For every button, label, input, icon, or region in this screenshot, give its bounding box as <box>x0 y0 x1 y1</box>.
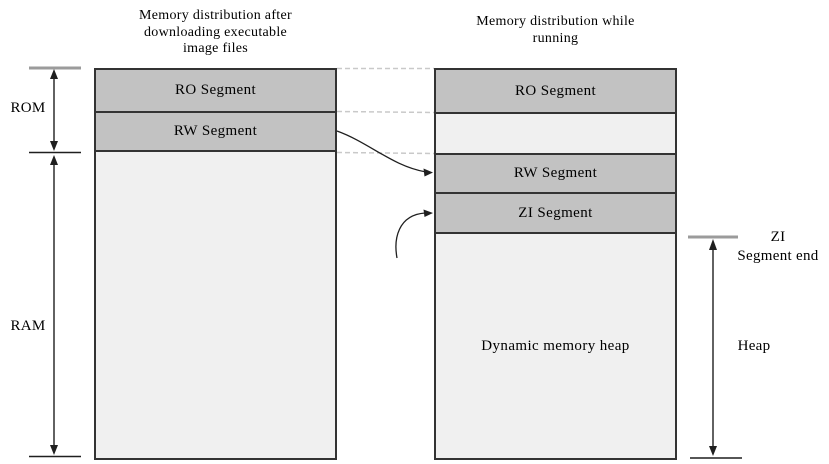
segment-dynamic-heap: Dynamic memory heap <box>436 234 675 458</box>
ram-label: RAM <box>10 318 46 334</box>
segment-label: Dynamic memory heap <box>481 337 630 354</box>
segment-label: RO Segment <box>174 82 257 98</box>
segment-ro: RO Segment <box>436 70 675 114</box>
memory-box-after-download: RO Segment RW Segment <box>94 68 337 460</box>
segment-empty <box>96 152 335 458</box>
rw-relocation-arrow <box>336 130 427 173</box>
zi-creation-arrowhead <box>423 209 433 217</box>
segment-rw: RW Segment <box>436 155 675 194</box>
heap-arrowhead-up <box>709 239 717 250</box>
zi-creation-arrow <box>395 212 426 259</box>
memory-box-while-running: RO Segment RW Segment ZI Segment Dynamic… <box>434 68 677 460</box>
segment-label: RW Segment <box>513 165 598 181</box>
dashed-connector-ro-bottom <box>336 110 435 114</box>
segment-rw: RW Segment <box>96 113 335 152</box>
segment-zi: ZI Segment <box>436 194 675 234</box>
ram-arrowhead-down <box>50 445 58 455</box>
segment-label: RW Segment <box>173 123 258 139</box>
segment-ro: RO Segment <box>96 70 335 113</box>
ram-arrowhead-up <box>50 155 58 165</box>
left-column-title: Memory distribution after downloading ex… <box>139 8 292 56</box>
rom-label: ROM <box>10 100 46 116</box>
right-column-title: Memory distribution while running <box>476 14 635 46</box>
segment-gap <box>436 114 675 155</box>
dashed-connector-rw-bottom <box>336 151 435 155</box>
segment-label: RO Segment <box>514 82 597 99</box>
segment-label: ZI Segment <box>518 204 593 221</box>
rw-relocation-arrowhead <box>423 168 433 177</box>
rom-arrowhead-up <box>50 69 58 79</box>
heap-label: Heap <box>737 338 771 354</box>
zi-segment-end-label: ZI Segment end <box>737 229 819 264</box>
rom-arrowhead-down <box>50 141 58 151</box>
heap-arrowhead-down <box>709 446 717 456</box>
